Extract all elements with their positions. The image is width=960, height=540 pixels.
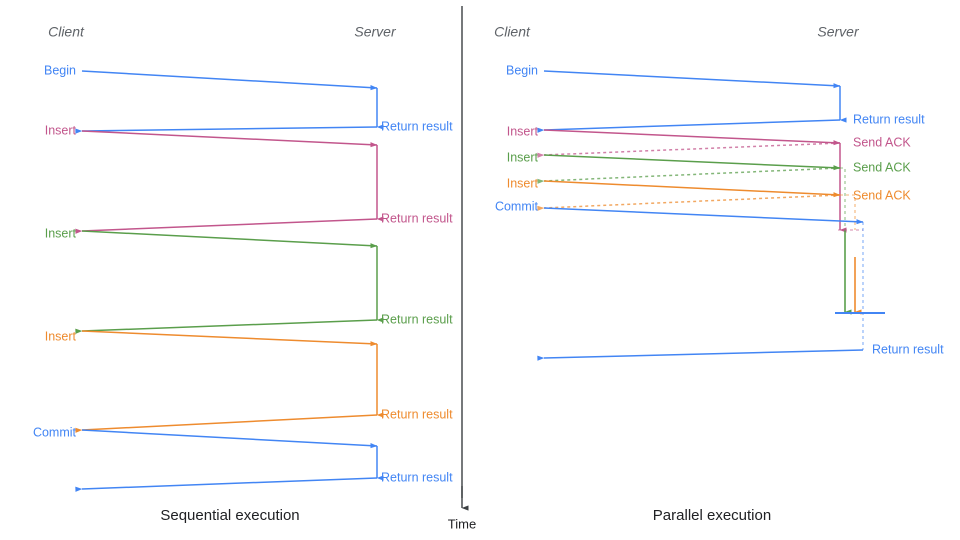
message-arrow-to-client [537,167,841,184]
lane-title-client: Client [494,24,531,40]
panel-caption: Parallel execution [653,507,771,524]
message-arrow-to-server [81,330,378,347]
message-arrow-to-server [543,70,841,89]
message-arrow-to-server [543,207,864,225]
message-arrow-to-server [81,429,378,449]
message-label: Return result [381,470,453,484]
time-axis-label: Time [448,516,476,531]
message-arrow-to-client [75,319,378,334]
message-arrow-to-client [75,218,378,234]
message-arrow-to-server [81,230,378,249]
message-arrow-to-server [81,130,378,148]
message-label: Send ACK [853,160,911,174]
message-label: Insert [507,176,539,190]
message-label: Insert [45,226,77,240]
message-arrow-to-server [543,154,841,171]
panel-caption: Sequential execution [160,507,299,524]
message-arrow-to-server [81,70,378,91]
message-arrow-to-client [537,142,841,158]
message-arrow-to-server [543,180,841,198]
message-label: Begin [44,63,76,77]
message-label: Insert [45,329,77,343]
lane-title-client: Client [48,24,85,40]
message-arrow-to-client [75,126,378,134]
message-label: Return result [872,342,944,356]
message-label: Send ACK [853,135,911,149]
message-label: Return result [381,407,453,421]
time-axis-group: Time [448,486,476,531]
worker-dashed-connector [840,167,846,230]
message-label: Commit [495,199,539,213]
message-arrow-to-client [537,194,841,211]
message-arrow-to-client [75,414,378,433]
message-arrow-to-client [537,349,864,361]
lane-title-server: Server [354,24,397,40]
message-label: Return result [381,119,453,133]
message-label: Return result [853,112,925,126]
message-label: Insert [507,150,539,164]
message-arrow-to-client [537,119,841,133]
message-label: Send ACK [853,188,911,202]
lane-title-server: Server [817,24,860,40]
message-label: Commit [33,425,77,439]
message-arrow-to-server [543,129,841,146]
message-arrow-to-client [75,477,378,492]
message-label: Begin [506,63,538,77]
message-label: Insert [45,123,77,137]
worker-dashed-connector [840,194,856,230]
message-label: Return result [381,211,453,225]
message-label: Return result [381,312,453,326]
message-label: Insert [507,124,539,138]
